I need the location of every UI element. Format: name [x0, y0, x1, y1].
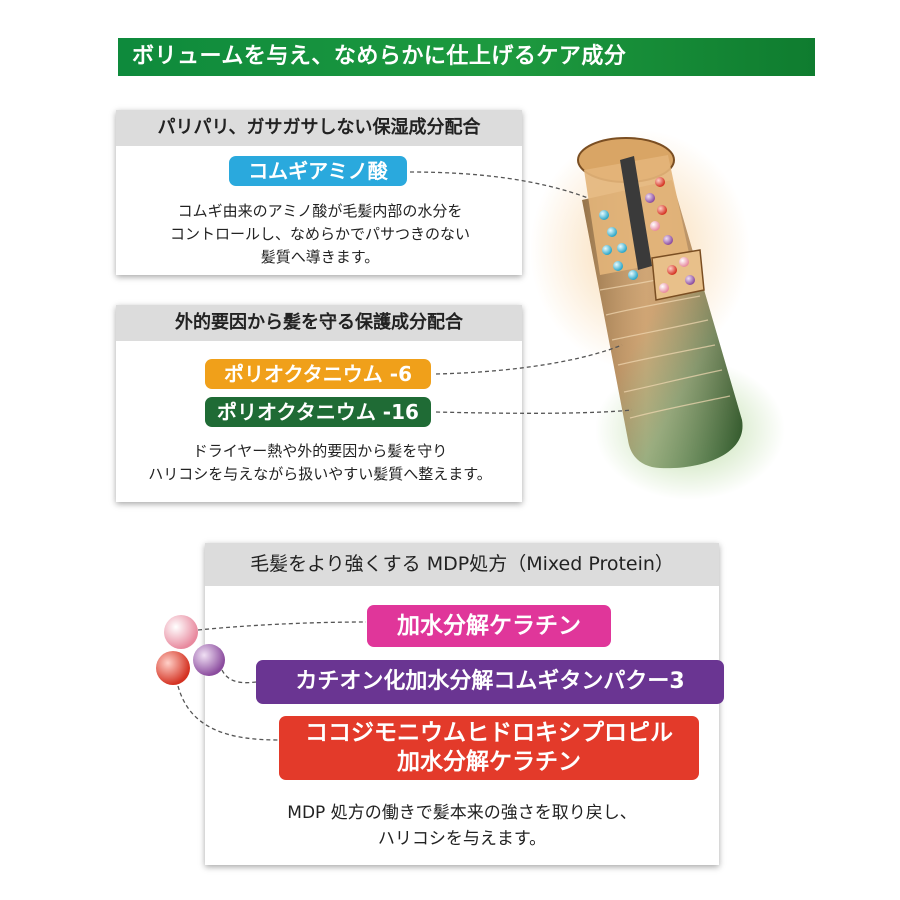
protect-description: ドライヤー熱や外的要因から髪を守り ハリコシを与えながら扱いやすい髪質へ整えます…: [118, 440, 522, 486]
moisture-line-2: コントロールし、なめらかでパサつきのない: [169, 225, 470, 243]
mdp-line-1: MDP 処方の働きで髪本来の強さを取り戻し、: [287, 803, 637, 823]
protect-line-2: ハリコシを与えながら扱いやすい髪質へ整えます。: [148, 465, 492, 483]
wheat-amino-acid-badge: コムギアミノ酸: [229, 156, 407, 186]
banner-title: ボリュームを与え、なめらかに仕上げるケア成分: [132, 44, 627, 69]
cocodimonium-keratin-badge: ココジモニウムヒドロキシプロピル 加水分解ケラチン: [279, 716, 699, 780]
cationic-wheat-protein-badge: カチオン化加水分解コムギタンパクー3: [256, 660, 724, 704]
wheat-protein-ball-icon: [193, 644, 225, 676]
connector-cocodimonium: [177, 685, 280, 741]
polyquaternium-6-badge: ポリオクタニウム -6: [205, 359, 431, 389]
protect-line-1: ドライヤー熱や外的要因から髪を守り: [192, 442, 448, 460]
connector-wheat: [409, 171, 589, 199]
moisture-heading: パリパリ、ガサガサしない保湿成分配合: [116, 110, 522, 146]
moisture-panel: パリパリ、ガサガサしない保湿成分配合: [116, 110, 522, 275]
section-banner: ボリュームを与え、なめらかに仕上げるケア成分: [118, 38, 815, 76]
connector-keratin: [197, 621, 367, 631]
moisture-line-1: コムギ由来のアミノ酸が毛髪内部の水分を: [177, 202, 463, 220]
hydrolyzed-keratin-badge: 加水分解ケラチン: [367, 605, 611, 647]
protect-heading: 外的要因から髪を守る保護成分配合: [116, 305, 522, 341]
mdp-description: MDP 処方の働きで髪本来の強さを取り戻し、 ハリコシを与えます。: [205, 800, 719, 852]
hydrolyzed-keratin-line: 加水分解ケラチン: [397, 749, 581, 775]
moisture-description: コムギ由来のアミノ酸が毛髪内部の水分を コントロールし、なめらかでパサつきのない…: [120, 200, 520, 269]
moisture-line-3: 髪質へ導きます。: [260, 248, 380, 266]
mdp-line-2: ハリコシを与えます。: [377, 829, 547, 849]
molecules: [599, 177, 695, 293]
connector-pq6: [435, 344, 623, 375]
keratin-ball-icon: [164, 615, 198, 649]
polyquaternium-16-badge: ポリオクタニウム -16: [205, 397, 431, 427]
mdp-panel: 毛髪をより強くする MDP処方（Mixed Protein）: [205, 543, 719, 865]
hair-medulla: [620, 156, 652, 270]
mdp-heading: 毛髪をより強くする MDP処方（Mixed Protein）: [205, 543, 719, 586]
cocodimonium-ball-icon: [156, 651, 190, 685]
connector-pq16: [435, 409, 633, 414]
cocodimonium-line: ココジモニウムヒドロキシプロピル: [305, 720, 673, 746]
connector-wheat-protein: [221, 669, 257, 684]
